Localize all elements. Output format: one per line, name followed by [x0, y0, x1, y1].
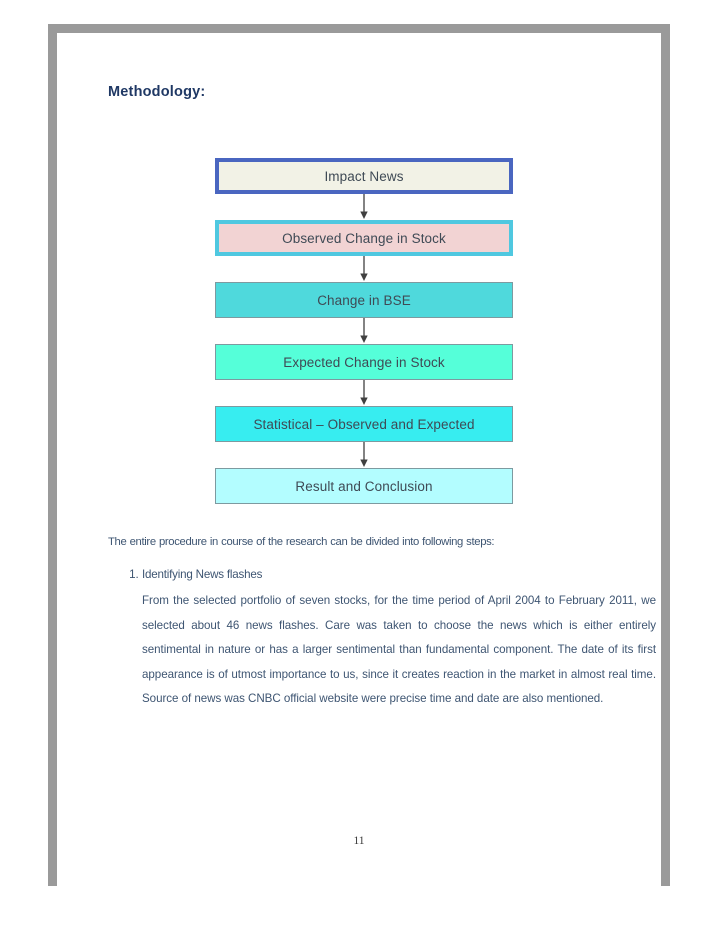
flow-step-4: Expected Change in Stock: [215, 344, 515, 380]
flow-arrow-1: [215, 194, 513, 220]
flow-step-3: Change in BSE: [215, 282, 515, 318]
intro-paragraph: The entire procedure in course of the re…: [108, 536, 495, 548]
flow-arrow-4: [215, 380, 513, 406]
flow-box: Change in BSE: [215, 282, 513, 318]
flow-step-2: Observed Change in Stock: [215, 220, 515, 256]
flow-box: Result and Conclusion: [215, 468, 513, 504]
page-number: 11: [353, 835, 365, 847]
steps-list: Identifying News flashes From the select…: [108, 568, 662, 712]
flow-box: Expected Change in Stock: [215, 344, 513, 380]
list-item: Identifying News flashes From the select…: [142, 568, 662, 712]
flow-box: Impact News: [215, 158, 513, 194]
flow-arrow-2: [215, 256, 513, 282]
flow-step-6: Result and Conclusion: [215, 468, 515, 504]
flow-arrow-5: [215, 442, 513, 468]
step-title: Identifying News flashes: [142, 568, 263, 581]
flow-box: Statistical – Observed and Expected: [215, 406, 513, 442]
step-paragraph: From the selected portfolio of seven sto…: [142, 594, 656, 705]
flow-arrow-3: [215, 318, 513, 344]
flow-step-5: Statistical – Observed and Expected: [215, 406, 515, 442]
page-title: Methodology:: [108, 84, 206, 100]
flow-step-1: Impact News: [215, 158, 515, 194]
flow-box: Observed Change in Stock: [215, 220, 513, 256]
